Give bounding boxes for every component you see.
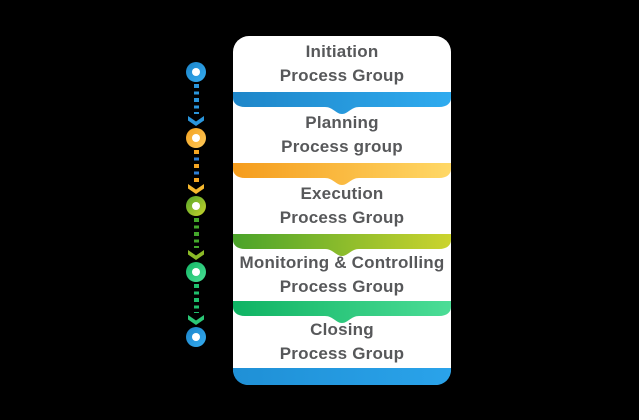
timeline-connector — [186, 218, 206, 260]
timeline-node-monitoring — [186, 262, 206, 282]
arrow-down-icon — [188, 184, 204, 194]
process-groups-card: Initiation Process Group Planning Proces… — [233, 36, 451, 385]
process-group-subtitle: Process Group — [279, 208, 405, 227]
arrow-down-icon — [188, 250, 204, 260]
dashed-line — [193, 218, 199, 248]
timeline-connector — [186, 284, 206, 325]
process-group-name: Monitoring & Controlling — [239, 253, 445, 272]
section-planning: Planning Process group — [233, 107, 451, 163]
timeline-node-planning — [186, 128, 206, 148]
timeline-node-closing — [186, 327, 206, 347]
process-group-name: Planning — [305, 113, 379, 132]
section-monitoring-controlling: Monitoring & Controlling Process Group — [233, 249, 451, 301]
process-group-name: Initiation — [305, 42, 379, 61]
arrow-down-icon — [188, 315, 204, 325]
timeline-connector — [186, 150, 206, 194]
timeline-connector — [186, 84, 206, 126]
dashed-line — [193, 150, 199, 182]
timeline-node-initiation — [186, 62, 206, 82]
arrow-down-icon — [188, 116, 204, 126]
section-closing: Closing Process Group — [233, 316, 451, 368]
process-group-subtitle: Process Group — [279, 344, 405, 363]
process-group-subtitle: Process Group — [279, 66, 405, 85]
dashed-line — [193, 284, 199, 313]
process-group-subtitle: Process Group — [279, 277, 405, 296]
process-group-subtitle: Process group — [281, 137, 403, 156]
card-bottom-bar — [233, 368, 451, 385]
process-group-name: Closing — [310, 320, 374, 339]
section-execution: Execution Process Group — [233, 178, 451, 234]
dashed-line — [193, 84, 199, 114]
section-initiation: Initiation Process Group — [233, 36, 451, 92]
process-group-name: Execution — [300, 184, 384, 203]
timeline-node-execution — [186, 196, 206, 216]
